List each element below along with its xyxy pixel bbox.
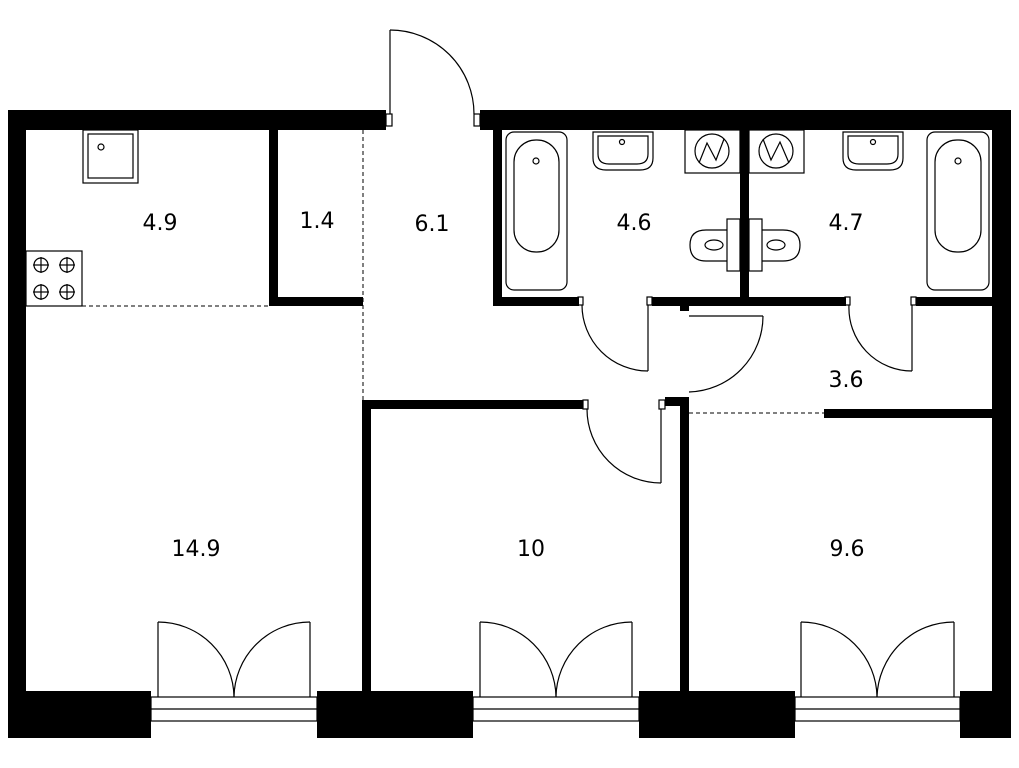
bottom-wall-segment-2 [317,691,473,738]
kitchen-sink-icon [82,129,139,184]
right-wall [992,110,1011,738]
bathtub-1-icon [505,131,568,291]
bottom-wall-segment-4 [960,691,1011,738]
fixtures [25,129,990,307]
left-wall [8,110,26,738]
corridor-area-label: 3.6 [829,368,864,393]
living-bedroom-wall [362,400,371,700]
burner-icon [33,257,49,273]
hall-area-label: 6.1 [415,212,450,237]
washbasin-1-icon [592,131,654,171]
bedroom-2-area-label: 9.6 [830,537,865,562]
bath-2-door [844,296,917,372]
washing-machine-1-icon [684,129,741,174]
toilet-1-icon [689,218,741,272]
bedroom-2-top-wall [824,409,994,418]
burner-icon [33,284,49,300]
corridor-door [688,315,764,393]
storage-wall-vertical [269,128,278,306]
bedroom-1-window-door [472,621,640,722]
bedroom-divider-wall [680,397,689,697]
top-wall-right [480,110,1011,130]
bath-2-bottom-wall-right [916,297,1001,306]
bath-1-bottom-wall-left [493,297,579,306]
corridor-wall-stub [680,303,689,311]
bath-divider-wall [740,128,749,306]
living-window-door [150,621,318,722]
doors [385,29,917,484]
bath-1-door [577,296,653,372]
stove-icon [25,250,83,307]
bath-1-area-label: 4.6 [617,211,652,236]
bottom-wall-segment-1 [8,691,151,738]
entry-door [385,29,481,127]
bathtub-2-icon [926,131,990,291]
storage-wall-horizontal [269,297,363,306]
storage-area-label: 1.4 [300,209,335,234]
top-wall-left [8,110,386,130]
bath-2-area-label: 4.7 [829,211,864,236]
bottom-wall-segment-3 [639,691,795,738]
bedroom-1-top-wall [362,400,583,409]
washing-machine-2-icon [748,129,805,174]
living-area-label: 14.9 [172,537,221,562]
area-labels: 4.9 1.4 6.1 4.6 4.7 3.6 14.9 10 9.6 [143,209,865,562]
bath-1-left-wall [493,128,502,306]
outer-walls [8,110,1011,738]
bedroom-divider-top [665,397,689,406]
washbasin-2-icon [842,131,904,171]
bedroom-1-area-label: 10 [517,537,545,562]
zone-lines [26,130,824,414]
bedroom-1-door [582,399,666,484]
window-doors [150,621,961,722]
burner-icon [59,257,75,273]
interior-walls [269,128,1001,700]
bedroom-2-window-door [794,621,961,722]
kitchen-area-label: 4.9 [143,211,178,236]
burner-icon [59,284,75,300]
bath-2-bottom-wall-stub [832,297,846,306]
toilet-2-icon [748,218,801,272]
